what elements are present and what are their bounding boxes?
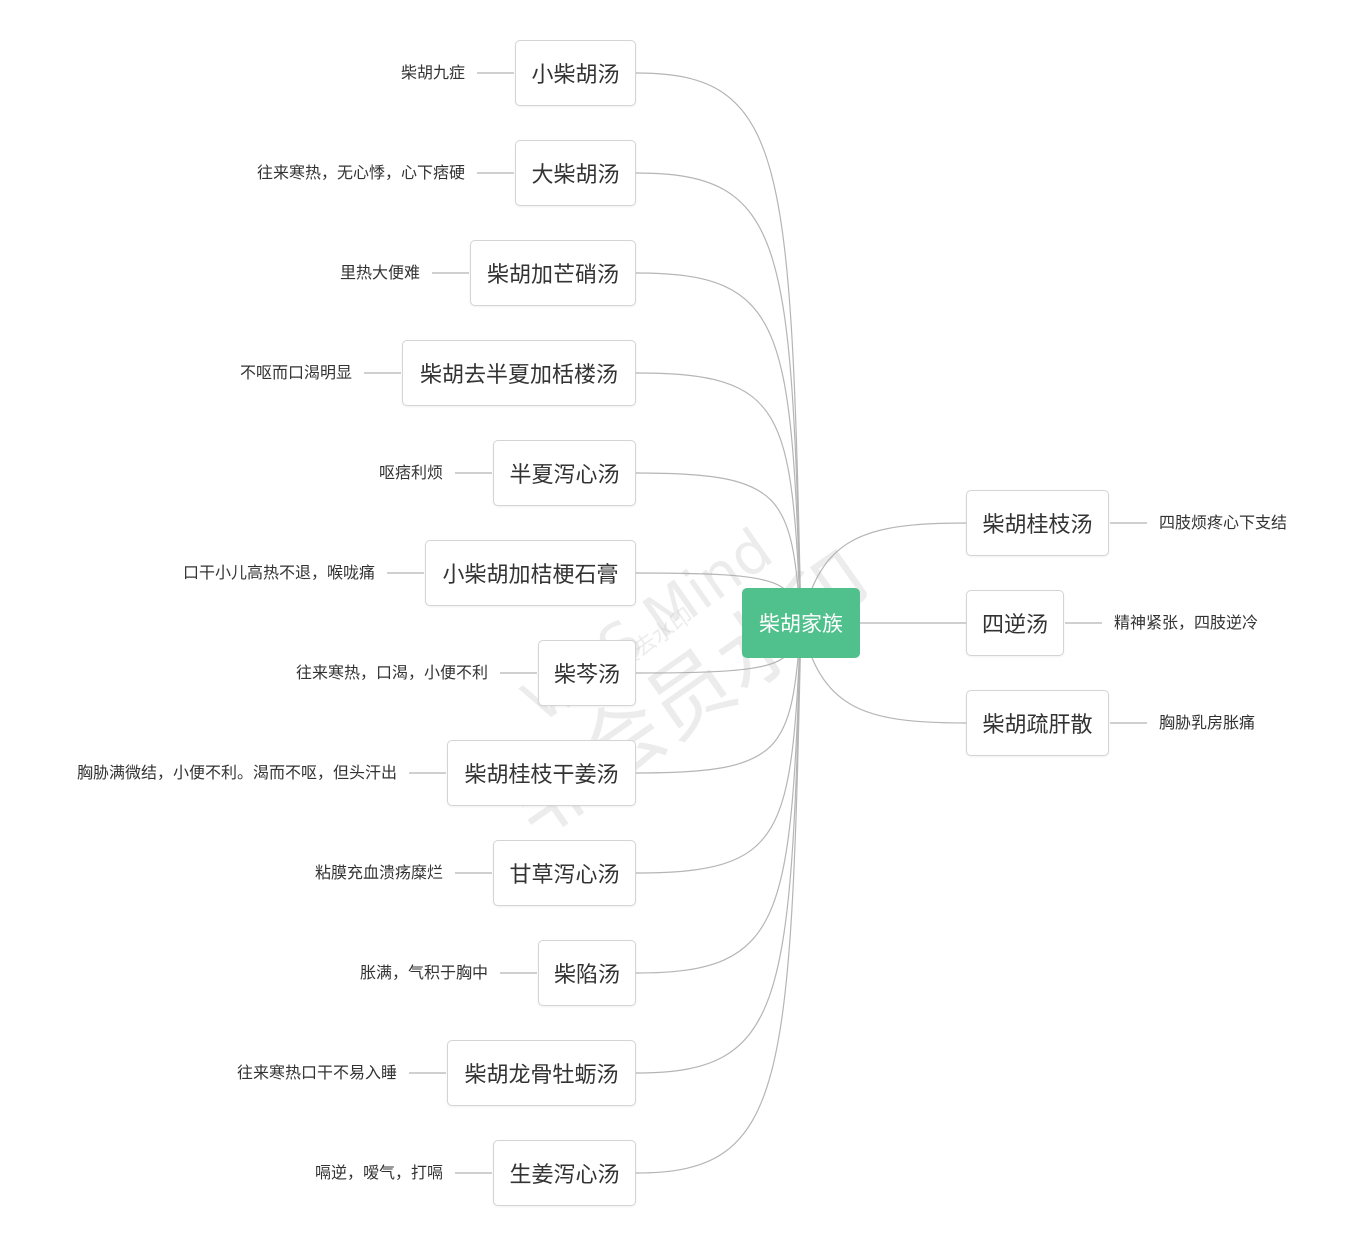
root-topic[interactable]: 柴胡家族 [742, 588, 860, 658]
topic-label: 四逆汤 [981, 613, 1048, 638]
branch-connector [635, 472, 802, 624]
topic-note[interactable]: 口干小儿高热不退，喉咙痛 [182, 563, 375, 582]
topic-note[interactable]: 柴胡九症 [400, 63, 465, 82]
topic-node[interactable]: 四逆汤 [966, 590, 1064, 656]
topic-note[interactable]: 不呕而口渴明显 [239, 363, 352, 382]
topic-note[interactable]: 往来寒热口干不易入睡 [236, 1063, 397, 1082]
topic-node[interactable]: 甘草泻心汤 [493, 840, 636, 906]
topic-note[interactable]: 往来寒热，无心悸，心下痞硬 [256, 163, 465, 182]
topic-label: 柴胡疏肝散 [982, 713, 1093, 738]
branch-connector [635, 622, 802, 774]
topic-note[interactable]: 里热大便难 [339, 263, 420, 282]
topic-node[interactable]: 小柴胡汤 [515, 40, 636, 106]
topic-label: 柴芩汤 [553, 663, 620, 688]
topic-label: 甘草泻心汤 [509, 863, 620, 888]
topic-note[interactable]: 嗝逆，嗳气，打嗝 [314, 1163, 443, 1182]
topic-node[interactable]: 柴胡疏肝散 [966, 690, 1109, 756]
topic-note[interactable]: 胸胁乳房胀痛 [1159, 713, 1256, 732]
topic-label: 柴陷汤 [553, 963, 620, 988]
topic-node[interactable]: 大柴胡汤 [515, 140, 636, 206]
branch-connector [635, 622, 802, 1074]
topic-label: 柴胡桂枝汤 [982, 513, 1093, 538]
topic-node[interactable]: 柴胡龙骨牡蛎汤 [447, 1040, 636, 1106]
topic-note[interactable]: 呕痞利烦 [378, 463, 443, 482]
topic-node[interactable]: 小柴胡加桔梗石膏 [425, 540, 636, 606]
topic-node[interactable]: 柴陷汤 [538, 940, 636, 1006]
topic-note[interactable]: 往来寒热，口渴，小便不利 [295, 663, 488, 682]
branch-connector [635, 622, 802, 974]
branch-connector [635, 622, 802, 874]
topic-label: 小柴胡加桔梗石膏 [442, 563, 619, 588]
topic-label: 半夏泻心汤 [509, 463, 620, 488]
branch-connector [635, 172, 802, 624]
topic-label: 柴胡加芒硝汤 [486, 263, 619, 288]
branch-connector [635, 372, 802, 624]
topic-label: 柴胡桂枝干姜汤 [464, 763, 619, 788]
topic-note[interactable]: 四肢烦疼心下支结 [1159, 513, 1288, 532]
branch-connector [635, 72, 802, 624]
topic-node[interactable]: 半夏泻心汤 [493, 440, 636, 506]
topic-note[interactable]: 粘膜充血溃疡糜烂 [314, 863, 443, 882]
topic-label: 大柴胡汤 [531, 163, 620, 188]
topic-label: 柴胡去半夏加栝楼汤 [419, 363, 618, 388]
topic-label: 生姜泻心汤 [509, 1163, 620, 1188]
branch-connector [635, 622, 802, 1174]
topic-note[interactable]: 精神紧张，四肢逆冷 [1114, 613, 1259, 632]
topic-node[interactable]: 柴胡桂枝汤 [966, 490, 1109, 556]
topic-label: 柴胡龙骨牡蛎汤 [464, 1063, 619, 1088]
topic-node[interactable]: 柴胡去半夏加栝楼汤 [402, 340, 636, 406]
topic-node[interactable]: 柴胡加芒硝汤 [470, 240, 636, 306]
branch-connector [635, 272, 802, 624]
topic-note[interactable]: 胀满，气积于胸中 [359, 963, 488, 982]
topic-node[interactable]: 柴胡桂枝干姜汤 [447, 740, 636, 806]
topic-note[interactable]: 胸胁满微结，小便不利。渴而不呕，但头汗出 [76, 763, 397, 782]
topic-node[interactable]: 柴芩汤 [538, 640, 636, 706]
topic-node[interactable]: 生姜泻心汤 [493, 1140, 636, 1206]
topic-label: 小柴胡汤 [531, 63, 620, 88]
root-topic-label: 柴胡家族 [759, 612, 843, 636]
